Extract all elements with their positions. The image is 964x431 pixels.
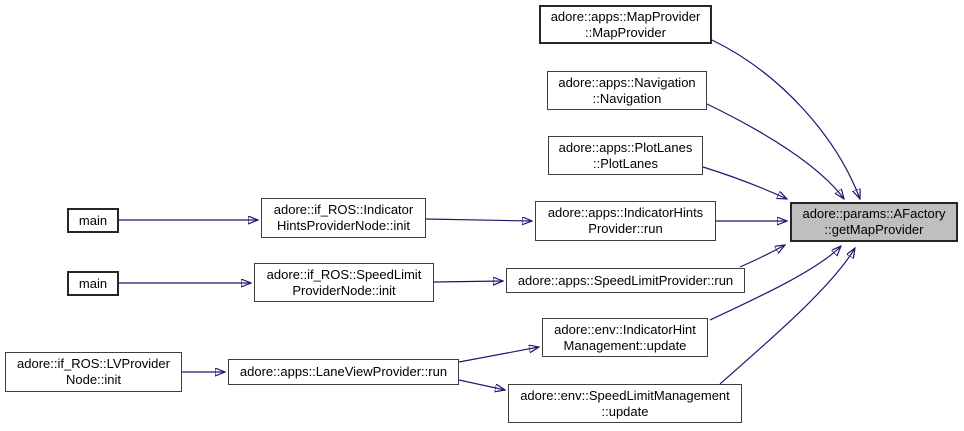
edge-indicator-hint-management-update-to-afactory [709, 246, 841, 321]
edge-speed-limit-management-update-to-afactory [719, 248, 855, 385]
edge-speed-limit-provider-node-init-to-speed-limit-provider-run [433, 281, 503, 282]
node-indicator-hints-provider-node-init[interactable]: adore::if_ROS::Indicator HintsProviderNo… [261, 198, 426, 238]
node-lv-provider-node-init[interactable]: adore::if_ROS::LVProvider Node::init [5, 352, 182, 392]
edge-lane-view-provider-run-to-speed-limit-management-update [458, 379, 505, 390]
edge-speed-limit-provider-run-to-afactory [739, 245, 785, 268]
edge-map-provider-ctor-to-afactory [711, 39, 860, 199]
node-plot-lanes-constructor[interactable]: adore::apps::PlotLanes ::PlotLanes [548, 136, 703, 175]
node-afactory-get-map-provider: adore::params::AFactory ::getMapProvider [790, 202, 958, 242]
node-main-1[interactable]: main [67, 208, 119, 233]
edge-lane-view-provider-run-to-indicator-hint-management-update [458, 347, 539, 363]
node-lane-view-provider-run[interactable]: adore::apps::LaneViewProvider::run [228, 359, 459, 385]
node-speed-limit-provider-run[interactable]: adore::apps::SpeedLimitProvider::run [506, 268, 745, 293]
node-indicator-hint-management-update[interactable]: adore::env::IndicatorHint Management::up… [542, 318, 708, 357]
node-speed-limit-provider-node-init[interactable]: adore::if_ROS::SpeedLimit ProviderNode::… [254, 263, 434, 302]
node-main-2[interactable]: main [67, 271, 119, 296]
edge-navigation-ctor-to-afactory [706, 103, 844, 199]
node-speed-limit-management-update[interactable]: adore::env::SpeedLimitManagement ::updat… [508, 384, 742, 423]
node-map-provider-constructor[interactable]: adore::apps::MapProvider ::MapProvider [539, 5, 712, 44]
node-navigation-constructor[interactable]: adore::apps::Navigation ::Navigation [547, 71, 707, 110]
edge-plot-lanes-ctor-to-afactory [702, 166, 787, 199]
edge-indicator-hints-provider-node-init-to-indicator-hints-provider-run [425, 219, 532, 221]
node-indicator-hints-provider-run[interactable]: adore::apps::IndicatorHints Provider::ru… [535, 201, 716, 241]
